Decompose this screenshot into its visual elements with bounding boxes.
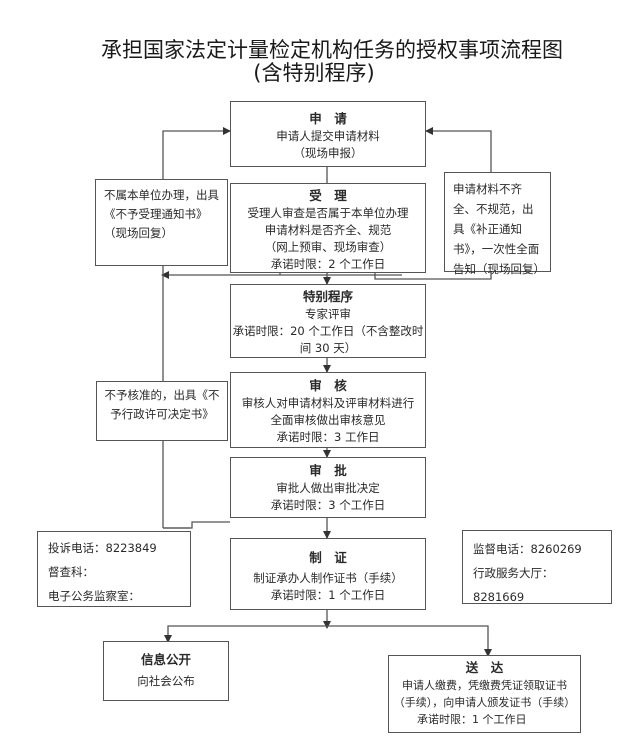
note-not-approved: 不予核准的，出具《不予行政许可决定书》 <box>96 381 228 441</box>
note-supplement-text: 申请材料不齐全、不规范，出具《补正通知书》，一次性全面告知（现场回复） <box>453 182 545 276</box>
step-publish: 信息公开 向社会公布 <box>103 641 229 701</box>
step-accept-line: 承诺时限：2 个工作日 <box>270 257 386 271</box>
step-deliver-line: 申请人缴费，凭缴费凭证领取证书 <box>402 679 567 692</box>
diagram-title: 承担国家法定计量检定机构任务的授权事项流程图 <box>101 38 563 62</box>
step-certify-line: 制证承办人制作证书（手续） <box>253 571 403 585</box>
step-deliver: 送 达 申请人缴费，凭缴费凭证领取证书 （手续），向申请人颁发证书（手续） 承诺… <box>388 655 581 733</box>
step-approve: 审 批 审批人做出审批决定 承诺时限：3 个工作日 <box>230 457 426 518</box>
step-deliver-line: 承诺时限：1 个工作日 <box>417 713 527 726</box>
step-apply: 申 请 申请人提交申请材料 （现场申报） <box>230 101 426 167</box>
step-accept-line: 受理人审查是否属于本单位办理 <box>247 206 409 220</box>
step-publish-line: 向社会公布 <box>137 674 195 688</box>
contact-supervision-phone: 监督电话：8260269 <box>473 542 582 556</box>
contact-complaint-phone: 投诉电话：8223849 <box>48 541 157 555</box>
note-not-accepted-text: 不属本单位办理，出具《不予受理通知书》（现场回复） <box>104 188 219 240</box>
step-accept: 受 理 受理人审查是否属于本单位办理 申请材料是否齐全、规范 （网上预审、现场审… <box>230 183 426 273</box>
step-special-heading: 特别程序 <box>302 289 353 304</box>
step-deliver-heading: 送 达 <box>465 660 504 675</box>
step-special-line: 间 30 天） <box>299 341 357 355</box>
step-accept-heading: 受 理 <box>309 188 347 203</box>
step-apply-line: 申请人提交申请材料 <box>276 129 380 143</box>
step-approve-line: 承诺时限：3 个工作日 <box>270 498 386 512</box>
note-supplement: 申请材料不齐全、不规范，出具《补正通知书》，一次性全面告知（现场回复） <box>444 172 551 276</box>
arrow-certify-to-publish <box>164 625 327 643</box>
note-not-approved-text: 不予核准的，出具《不予行政许可决定书》 <box>104 388 220 421</box>
contact-service-hall: 行政服务大厅：8281669 <box>473 566 554 604</box>
step-special-line: 专家评审 <box>305 307 351 321</box>
step-review-line: 全面审核做出审核意见 <box>270 413 386 427</box>
step-review: 审 核 审核人对申请材料及评审材料进行 全面审核做出审核意见 承诺时限：3 工作… <box>230 372 426 448</box>
step-certify-heading: 制 证 <box>309 550 347 565</box>
note-not-accepted: 不属本单位办理，出具《不予受理通知书》（现场回复） <box>95 179 228 266</box>
step-review-heading: 审 核 <box>309 378 347 393</box>
line-approve-to-left <box>163 521 230 529</box>
step-publish-heading: 信息公开 <box>140 652 191 667</box>
step-accept-line: （网上预审、现场审查） <box>264 240 392 254</box>
step-apply-heading: 申 请 <box>309 111 347 126</box>
step-apply-line: （现场申报） <box>293 146 363 160</box>
step-approve-heading: 审 批 <box>309 463 347 478</box>
step-review-line: 承诺时限：3 工作日 <box>276 430 380 444</box>
contact-supervision-dept: 督查科： <box>48 565 94 579</box>
contact-e-office: 电子公务监察室： <box>48 589 140 603</box>
arrow-reject-to-apply <box>162 127 231 179</box>
step-accept-line: 申请材料是否齐全、规范 <box>264 223 392 237</box>
contacts-right: 监督电话：8260269 行政服务大厅：8281669 <box>462 530 612 604</box>
arrow-supplement-to-apply <box>425 127 492 172</box>
step-certify-line: 承诺时限：1 个工作日 <box>270 588 386 602</box>
step-deliver-line: （手续），向申请人颁发证书（手续） <box>393 696 576 709</box>
step-approve-line: 审批人做出审批决定 <box>276 481 380 495</box>
diagram-subtitle: (含特别程序) <box>253 61 375 85</box>
arrow-certify-to-deliver <box>327 625 492 657</box>
contacts-left: 投诉电话：8223849 督查科： 电子公务监察室： <box>37 531 191 607</box>
step-certify: 制 证 制证承办人制作证书（手续） 承诺时限：1 个工作日 <box>230 538 426 610</box>
step-review-line: 审核人对申请材料及评审材料进行 <box>241 396 415 410</box>
step-special: 特别程序 专家评审 承诺时限：20 个工作日（不含整改时 间 30 天） <box>230 284 426 358</box>
step-special-line: 承诺时限：20 个工作日（不含整改时 <box>232 324 424 338</box>
